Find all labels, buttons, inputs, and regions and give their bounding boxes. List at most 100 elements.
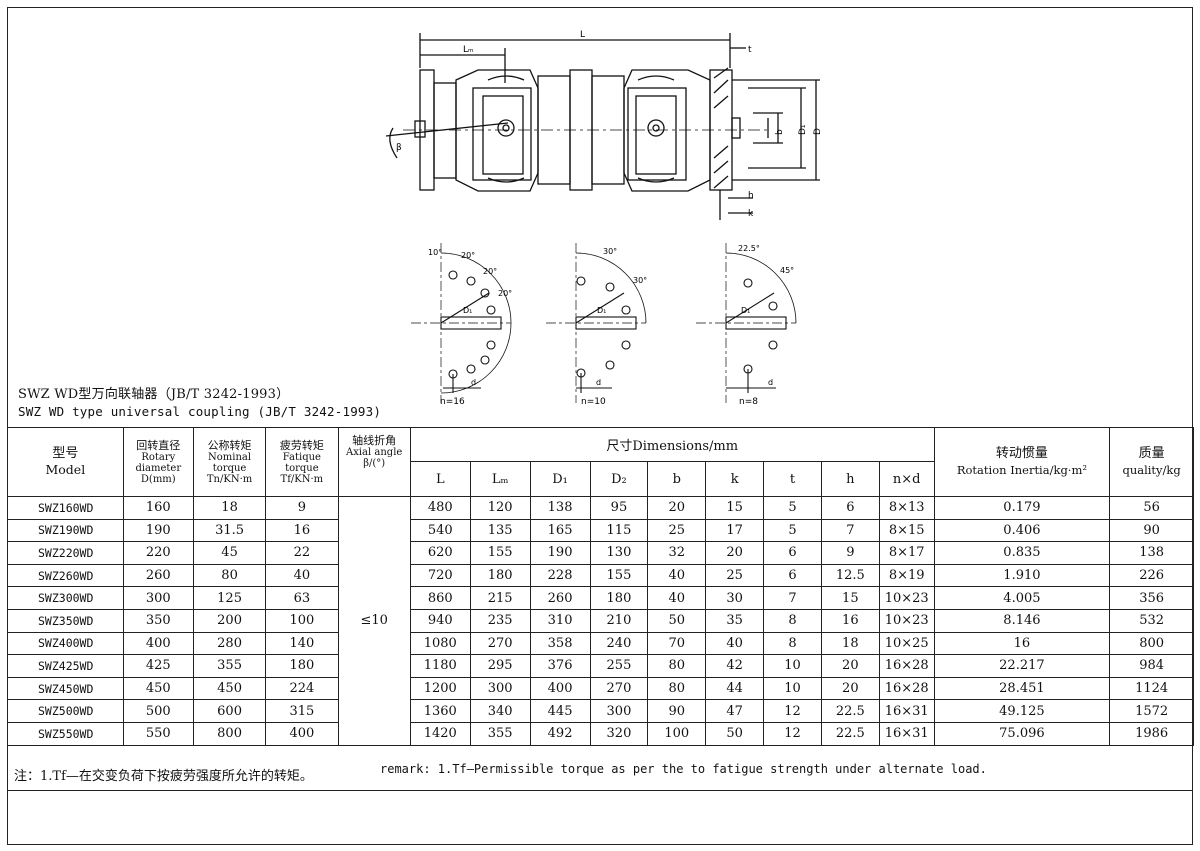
value-cell: 4.005 (933, 586, 1111, 610)
value-cell: 138 (1109, 541, 1194, 565)
value-cell: 16×31 (878, 721, 935, 746)
value-cell: 600 (192, 699, 267, 723)
value-cell: 376 (529, 654, 591, 678)
drawing-sheet: Lₘ L t D D₁ b h k β (7, 7, 1194, 845)
value-cell: 255 (589, 654, 649, 678)
value-cell: 15 (820, 586, 880, 610)
value-cell: 1080 (409, 631, 471, 656)
value-cell: 16×28 (878, 676, 935, 701)
value-cell: 620 (409, 541, 471, 565)
value-cell: 50 (705, 721, 765, 746)
value-cell: 155 (469, 541, 531, 565)
value-cell: 358 (529, 631, 591, 656)
dim-l-label: L (580, 30, 585, 40)
pattern-n16 (411, 243, 512, 403)
value-cell: 12.5 (820, 563, 880, 588)
value-cell: 16×28 (878, 654, 935, 678)
header-dim-col: D₁ (529, 461, 591, 497)
value-cell: 270 (589, 676, 649, 701)
value-cell: 800 (192, 721, 267, 746)
header-dimensions: 尺寸Dimensions/mm (409, 427, 935, 462)
value-cell: 80 (647, 654, 707, 678)
value-cell: 8.146 (933, 608, 1111, 633)
header-dim-col: Lₘ (469, 461, 531, 497)
value-cell: 1360 (409, 699, 471, 723)
value-cell: 10×23 (878, 608, 935, 633)
n10-d1-label: D₁ (597, 306, 606, 315)
model-cell: SWZ400WD (7, 631, 124, 656)
value-cell: 9 (265, 496, 339, 520)
value-cell: 140 (265, 631, 339, 656)
value-cell: 165 (529, 518, 591, 543)
n10-d-label: d (596, 378, 601, 387)
n8-angle-1: 22.5° (738, 244, 760, 253)
value-cell: 450 (122, 676, 194, 701)
value-cell: 100 (265, 608, 339, 633)
value-cell: 200 (192, 608, 267, 633)
spec-table: 型号 Model 回转直径 Rotary diameter D(mm) 公称转矩… (7, 427, 1194, 746)
value-cell: 10×23 (878, 586, 935, 610)
value-cell: 315 (265, 699, 339, 723)
value-cell: 7 (820, 518, 880, 543)
dim-lm-label: Lₘ (463, 45, 474, 55)
value-cell: 10 (763, 676, 822, 701)
value-cell: 40 (647, 563, 707, 588)
value-cell: 400 (265, 721, 339, 746)
n8-angle-2: 45° (780, 266, 794, 275)
value-cell: 40 (647, 586, 707, 610)
value-cell: 138 (529, 496, 591, 520)
value-cell: 63 (265, 586, 339, 610)
value-cell: 492 (529, 721, 591, 746)
value-cell: 15 (705, 496, 765, 520)
n16-d1-label: D₁ (463, 306, 472, 315)
value-cell: 6 (763, 541, 822, 565)
value-cell: 135 (469, 518, 531, 543)
value-cell: 0.406 (933, 518, 1111, 543)
value-cell: 5 (763, 518, 822, 543)
value-cell: 22.5 (820, 699, 880, 723)
value-cell: 95 (589, 496, 649, 520)
value-cell: 90 (1109, 518, 1194, 543)
value-cell: 260 (122, 563, 194, 588)
value-cell: 8×19 (878, 563, 935, 588)
header-dim-col: D₂ (589, 461, 649, 497)
value-cell: 500 (122, 699, 194, 723)
value-cell: 300 (122, 586, 194, 610)
value-cell: 400 (122, 631, 194, 656)
n10-angle-1: 30° (603, 247, 617, 256)
value-cell: 8×13 (878, 496, 935, 520)
value-cell: 320 (589, 721, 649, 746)
value-cell: 350 (122, 608, 194, 633)
value-cell: 42 (705, 654, 765, 678)
value-cell: 90 (647, 699, 707, 723)
value-cell: 18 (820, 631, 880, 656)
value-cell: 540 (409, 518, 471, 543)
value-cell: 480 (409, 496, 471, 520)
dim-d1-label: D₁ (798, 124, 808, 135)
value-cell: 800 (1109, 631, 1194, 656)
value-cell: 6 (820, 496, 880, 520)
n8-d1-label: D₁ (741, 306, 750, 315)
value-cell: 235 (469, 608, 531, 633)
header-dim-col: h (820, 461, 880, 497)
remark-row (8, 748, 1192, 791)
coupling-side-view (385, 33, 820, 220)
note-chinese: 注：1.Tf—在交变负荷下按疲劳强度所允许的转矩。 (14, 769, 313, 784)
value-cell: 22 (265, 541, 339, 565)
value-cell: 28.451 (933, 676, 1111, 701)
n10-label: n=10 (581, 397, 606, 407)
value-cell: 180 (589, 586, 649, 610)
n16-angle-1: 10° (428, 248, 442, 257)
dim-d-label: D (813, 128, 823, 135)
n16-d-label: d (471, 378, 476, 387)
value-cell: 20 (647, 496, 707, 520)
value-cell: 450 (192, 676, 267, 701)
note-english: remark: 1.Tf—Permissible torque as per t… (380, 762, 987, 776)
